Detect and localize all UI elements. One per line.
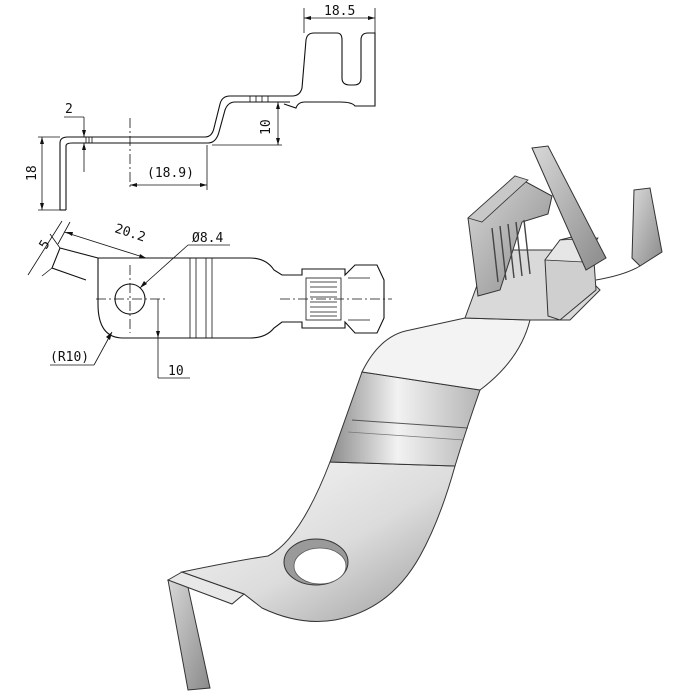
dim-top-width-label: 18.5 [324,4,355,19]
dim-top-width: 18.5 [303,4,376,33]
iso-bent-tab [167,577,211,691]
dim-eye-radius-label: (R10) [50,350,89,365]
dim-hole-diameter: Ø8.4 [139,231,230,289]
dim-tab-width: 5 [27,220,63,277]
dim-rise-label: 10 [259,119,274,135]
dim-hole-offset-label: 10 [168,364,184,379]
dim-eye-length-label: 20.2 [113,222,147,246]
isometric-view [166,145,663,691]
iso-serrations [491,219,531,283]
dim-hole-diameter-label: Ø8.4 [192,231,223,246]
dim-tab-width-label: 5 [37,238,54,253]
side-view-profile [59,32,376,210]
dim-offset-length: (18.9) [130,145,208,190]
dim-overall-height-label: 18 [25,165,40,181]
side-view-ribs [85,96,269,143]
dim-eye-radius: (R10) [50,331,113,366]
side-view: 18.5 2 10 18 [25,4,376,211]
dim-overall-height: 18 [25,136,60,211]
plan-view-outline [97,257,385,339]
dim-offset-length-label: (18.9) [147,166,194,181]
plan-view: 5 20.2 Ø8.4 (R10) 10 [27,220,392,379]
dim-hole-offset: 10 [156,299,190,379]
dim-eye-length: 20.2 [57,222,147,259]
dim-thickness-label: 2 [65,102,73,117]
iso-back-wing-right [631,187,663,267]
dim-rise: 10 [212,102,282,146]
iso-back-wing-left [531,145,607,271]
dim-thickness: 2 [64,102,86,172]
